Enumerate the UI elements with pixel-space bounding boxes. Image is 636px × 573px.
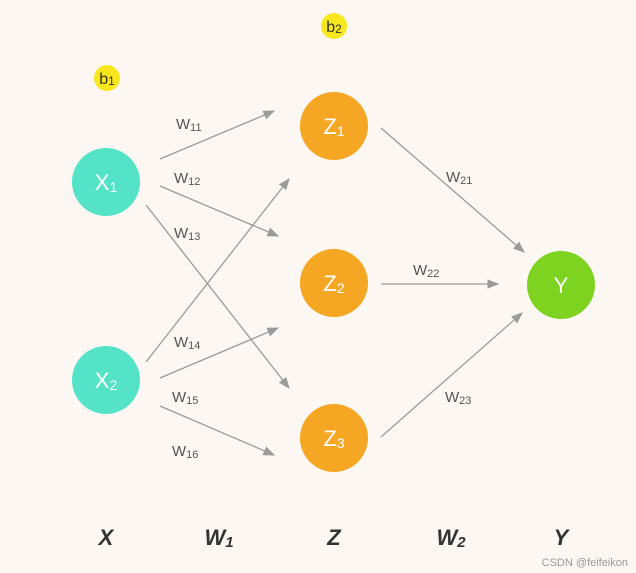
svg-text:W16: W16 — [172, 443, 198, 461]
bias-b1-label: b — [99, 71, 108, 88]
weight-w14-subscript: 14 — [188, 340, 200, 352]
layer-label-z: Z — [326, 525, 342, 550]
weight-w13-label: W — [174, 225, 189, 242]
svg-text:W12: W12 — [174, 170, 200, 188]
layer-label-w2-subscript: 2 — [456, 534, 466, 551]
node-x2-circle — [72, 346, 140, 414]
weight-w13-subscript: 13 — [188, 231, 200, 243]
weight-w12-label: W — [174, 170, 189, 187]
edge-x1-z1 — [159, 110, 276, 160]
svg-text:W21: W21 — [446, 169, 472, 187]
svg-text:W2: W2 — [436, 525, 466, 551]
node-y-circle — [527, 251, 595, 319]
weight-w14-label: W — [174, 334, 189, 351]
svg-text:X2: X2 — [95, 368, 118, 393]
svg-text:Z1: Z1 — [323, 114, 344, 139]
edge-x2-z2 — [159, 327, 280, 379]
svg-text:W22: W22 — [413, 262, 439, 280]
weight-labels: W11 W12 W13 W14 W15 W16 W21 W22 W23 — [172, 116, 472, 461]
weight-w22-label: W — [413, 262, 428, 279]
weight-w15-label: W — [172, 389, 187, 406]
node-y-label: Y — [554, 273, 569, 298]
node-z3-circle — [300, 404, 368, 472]
weight-w23-label: W — [445, 389, 460, 406]
layer-labels: X W1 Z W2 Y — [97, 525, 571, 551]
layer-label-y: Y — [554, 525, 571, 550]
edge-x2-z1 — [145, 178, 290, 363]
svg-text:b1: b1 — [99, 71, 115, 88]
svg-text:Z2: Z2 — [323, 271, 344, 296]
node-x2-subscript: 2 — [109, 377, 117, 393]
layer-label-w1: W — [204, 525, 227, 550]
bias-b1-subscript: 1 — [108, 74, 115, 88]
edge-x2-z3 — [159, 405, 276, 456]
node-x1-circle — [72, 148, 140, 216]
node-z3: Z3 — [300, 404, 368, 472]
weight-w16-subscript: 16 — [186, 449, 198, 461]
weight-w23-subscript: 23 — [459, 395, 471, 407]
bias-b1: b1 — [94, 65, 120, 91]
edge-z3-y — [380, 312, 523, 438]
layer-label-w1-subscript: 1 — [225, 534, 233, 551]
svg-text:Z3: Z3 — [323, 426, 344, 451]
node-z1-subscript: 1 — [337, 123, 345, 139]
csdn-watermark: CSDN @feifeikon — [542, 557, 628, 569]
svg-text:Z: Z — [326, 525, 342, 550]
svg-text:b2: b2 — [326, 19, 342, 36]
node-z1: Z1 — [300, 92, 368, 160]
node-x1-label: X — [95, 170, 110, 195]
weight-w21-label: W — [446, 169, 461, 186]
node-z3-subscript: 3 — [337, 435, 345, 451]
node-z1-label: Z — [323, 114, 336, 139]
node-x2-label: X — [95, 368, 110, 393]
svg-text:W13: W13 — [174, 225, 200, 243]
node-z1-circle — [300, 92, 368, 160]
weight-w22-subscript: 22 — [427, 268, 439, 280]
node-z2: Z2 — [300, 249, 368, 317]
node-y: Y — [527, 251, 595, 319]
weight-w16-label: W — [172, 443, 187, 460]
node-x1-subscript: 1 — [109, 179, 117, 195]
node-z3-label: Z — [323, 426, 336, 451]
bias-b1-circle — [94, 65, 120, 91]
layer-label-x: X — [97, 525, 115, 550]
edge-x1-z2 — [159, 185, 280, 237]
node-z2-circle — [300, 249, 368, 317]
edge-z1-y — [380, 127, 525, 253]
weight-w15-subscript: 15 — [186, 395, 198, 407]
svg-text:Y: Y — [554, 525, 571, 550]
node-z2-label: Z — [323, 271, 336, 296]
weight-w21-subscript: 21 — [460, 175, 472, 187]
edges — [145, 110, 525, 456]
svg-text:W1: W1 — [204, 525, 233, 551]
node-z2-subscript: 2 — [337, 280, 345, 296]
node-x1: X1 — [72, 148, 140, 216]
node-x2: X2 — [72, 346, 140, 414]
bias-b2-circle — [321, 13, 347, 39]
edge-x1-z3 — [145, 204, 290, 389]
weight-w12-subscript: 12 — [188, 176, 200, 188]
weight-w11-subscript: 11 — [190, 122, 201, 134]
weight-w11-label: W — [176, 116, 191, 133]
svg-text:X1: X1 — [95, 170, 118, 195]
bias-b2-subscript: 2 — [335, 22, 342, 36]
svg-text:W11: W11 — [176, 116, 202, 134]
bias-b2-label: b — [326, 19, 335, 36]
bias-b2: b2 — [321, 13, 347, 39]
svg-text:W15: W15 — [172, 389, 198, 407]
layer-label-w2: W — [436, 525, 459, 550]
svg-text:X: X — [97, 525, 115, 550]
svg-text:Y: Y — [554, 273, 569, 298]
svg-text:W14: W14 — [174, 334, 200, 352]
svg-text:W23: W23 — [445, 389, 471, 407]
